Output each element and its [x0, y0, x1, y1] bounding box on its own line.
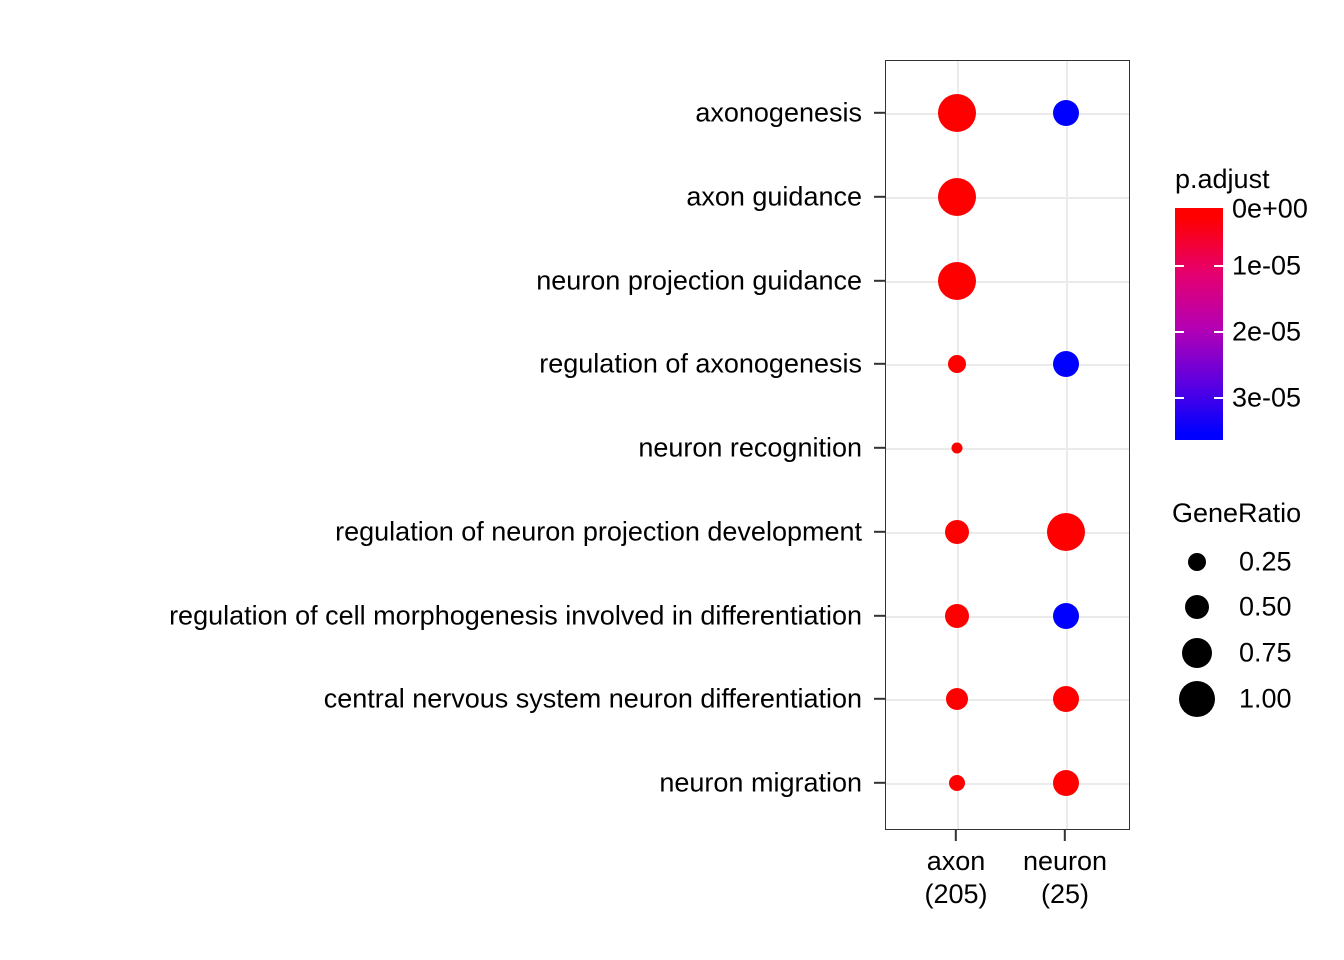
y-tick-mark-2: [874, 279, 885, 283]
y-tick-mark-6: [874, 614, 885, 618]
dot-axon-regulation-of-axonogenesis[interactable]: [948, 355, 966, 373]
colour-legend-label-0: 0e+00: [1232, 193, 1308, 224]
colourbar-tick-1e-05-left: [1175, 265, 1184, 268]
size-legend-key-3: [1179, 681, 1215, 717]
dot-neuron-axonogenesis[interactable]: [1053, 100, 1079, 126]
x-tick-label-axon-name: axon: [926, 846, 986, 876]
colour-legend-label-2: 2e-05: [1232, 316, 1302, 347]
y-tick-label-0: axonogenesis: [695, 97, 862, 128]
colourbar-tick-2e-05-right: [1214, 331, 1223, 334]
gridline-h-0: [886, 113, 1129, 115]
y-tick-label-6: regulation of cell morphogenesis involve…: [169, 600, 862, 631]
x-tick-label-axon: axon (205): [924, 845, 987, 911]
colour-legend-gradient-bar: [1175, 208, 1223, 440]
x-tick-mark-axon: [954, 830, 958, 841]
y-tick-label-8: neuron migration: [659, 767, 862, 798]
size-legend-label-1: 0.50: [1239, 591, 1292, 622]
x-tick-mark-neuron: [1063, 830, 1067, 841]
dot-neuron-regulation-of-neuron-projection-development[interactable]: [1047, 513, 1085, 551]
gridline-h-8: [886, 783, 1129, 785]
size-legend-label-2: 0.75: [1239, 637, 1292, 668]
dot-axon-neuron-migration[interactable]: [949, 775, 965, 791]
y-tick-label-5: regulation of neuron projection developm…: [335, 516, 862, 547]
dot-axon-neuron-recognition[interactable]: [951, 442, 963, 454]
dot-neuron-regulation-of-axonogenesis[interactable]: [1053, 351, 1079, 377]
gridline-h-7: [886, 699, 1129, 701]
x-tick-label-neuron: neuron (25): [1023, 845, 1107, 911]
y-tick-mark-4: [874, 446, 885, 450]
dot-neuron-neuron-migration[interactable]: [1053, 770, 1079, 796]
y-tick-mark-8: [874, 781, 885, 785]
colourbar-tick-3e-05-left: [1175, 397, 1184, 400]
gridline-h-4: [886, 448, 1129, 450]
y-tick-mark-3: [874, 362, 885, 366]
size-legend-label-3: 1.00: [1239, 683, 1292, 714]
dot-axon-neuron-projection-guidance[interactable]: [938, 262, 976, 300]
y-tick-mark-0: [874, 111, 885, 115]
size-legend-key-2: [1182, 638, 1212, 668]
x-tick-label-axon-count: (205): [924, 878, 988, 909]
dot-axon-regulation-of-neuron-projection-development[interactable]: [945, 520, 969, 544]
gridline-h-1: [886, 197, 1129, 199]
x-tick-label-neuron-name: neuron: [1022, 846, 1108, 876]
y-tick-mark-5: [874, 530, 885, 534]
gridline-h-5: [886, 532, 1129, 534]
colour-legend-label-1: 1e-05: [1232, 250, 1302, 281]
plot-panel: [885, 60, 1130, 830]
dot-axon-regulation-of-cell-morphogenesis[interactable]: [945, 604, 969, 628]
y-axis-labels: axonogenesis axon guidance neuron projec…: [169, 97, 862, 798]
gridline-h-6: [886, 616, 1129, 618]
y-tick-label-3: regulation of axonogenesis: [539, 348, 862, 379]
size-legend-label-0: 0.25: [1239, 546, 1292, 577]
y-tick-mark-1: [874, 195, 885, 199]
dot-axon-axonogenesis[interactable]: [938, 94, 976, 132]
size-legend-key-1: [1185, 595, 1209, 619]
colour-legend-title: p.adjust: [1175, 164, 1270, 194]
dot-axon-cns-neuron-differentiation[interactable]: [946, 688, 968, 710]
y-tick-mark-7: [874, 697, 885, 701]
colourbar-tick-1e-05-right: [1214, 265, 1223, 268]
gridline-h-3: [886, 364, 1129, 366]
dot-neuron-cns-neuron-differentiation[interactable]: [1053, 686, 1079, 712]
x-tick-label-neuron-count: (25): [1040, 878, 1090, 909]
dot-axon-axon-guidance[interactable]: [938, 178, 976, 216]
gridline-h-2: [886, 281, 1129, 283]
y-tick-label-1: axon guidance: [686, 181, 862, 212]
y-tick-label-2: neuron projection guidance: [536, 265, 862, 296]
colour-legend-label-3: 3e-05: [1232, 382, 1302, 413]
colourbar-tick-2e-05-left: [1175, 331, 1184, 334]
dot-neuron-regulation-of-cell-morphogenesis[interactable]: [1053, 603, 1079, 629]
y-tick-label-7: central nervous system neuron differenti…: [323, 683, 862, 714]
colourbar-tick-3e-05-right: [1214, 397, 1223, 400]
size-legend-key-0: [1188, 553, 1206, 571]
gridline-v-neuron: [1066, 61, 1068, 829]
size-legend-title: GeneRatio: [1172, 498, 1302, 528]
y-tick-label-4: neuron recognition: [638, 432, 862, 463]
